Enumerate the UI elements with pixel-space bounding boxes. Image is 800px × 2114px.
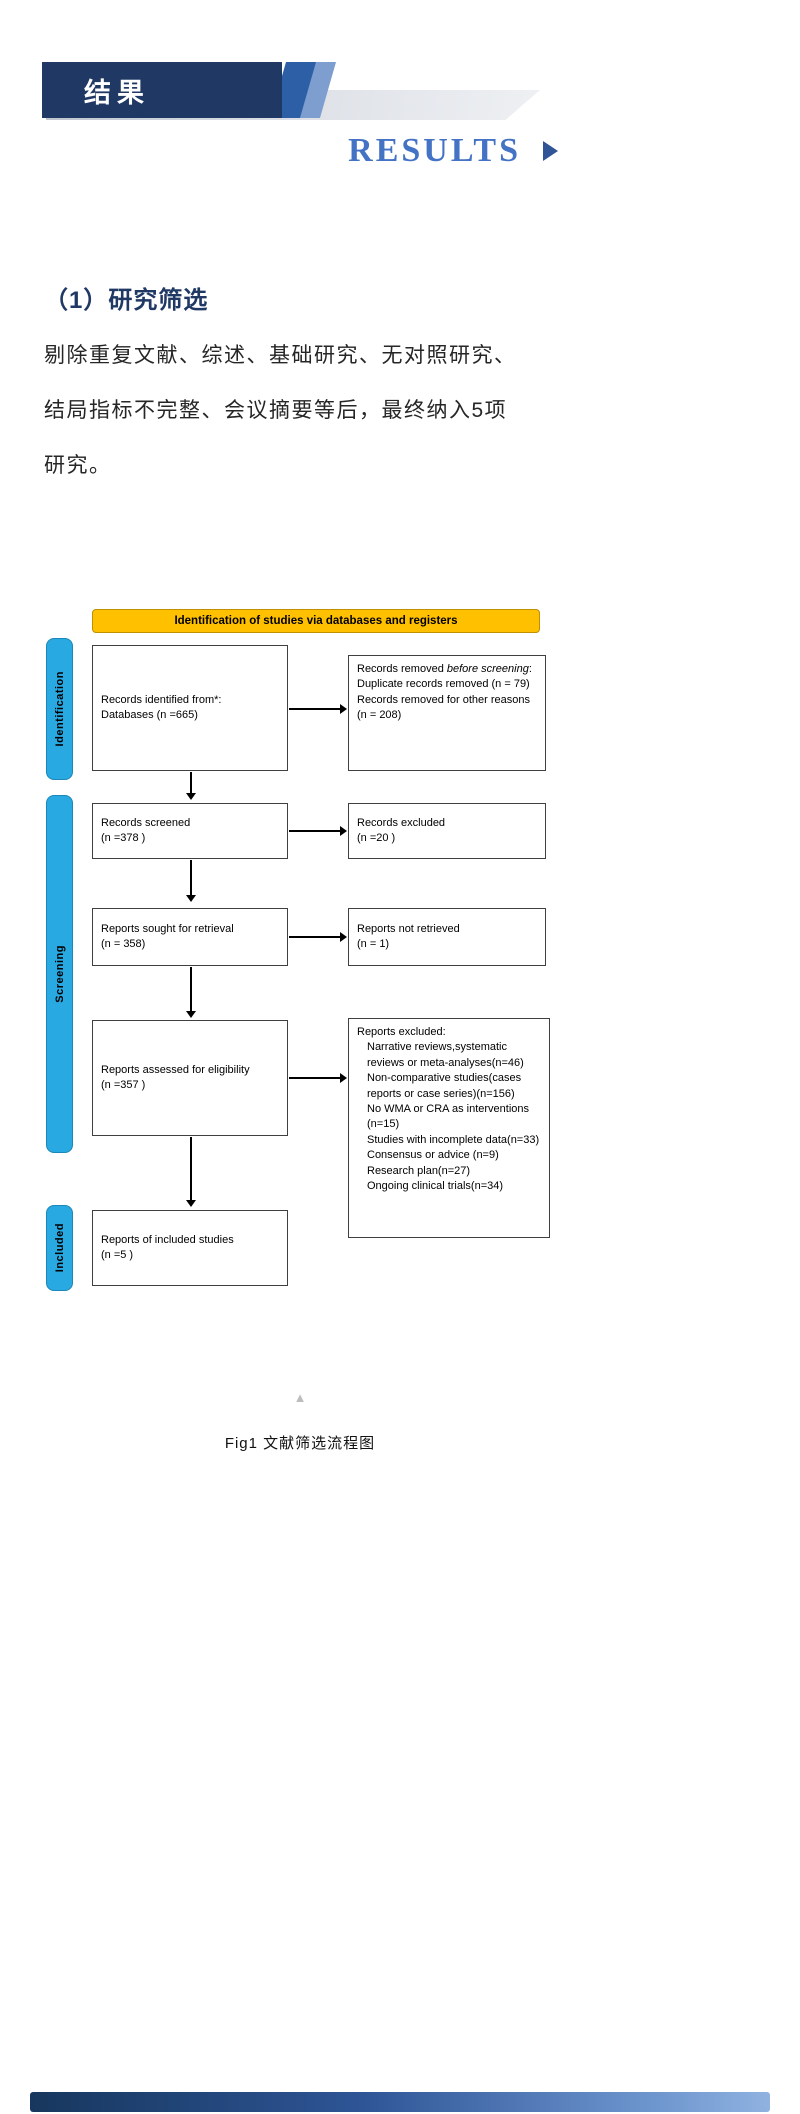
results-label: RESULTS (348, 132, 521, 169)
stage-text: Screening (53, 945, 66, 1003)
triangle-up-icon: ▲ (293, 1390, 307, 1405)
flow-arrow-down (186, 967, 196, 1018)
paragraph-line: 结局指标不完整、会议摘要等后，最终纳入5项 (44, 399, 508, 422)
stage-text: Identification (53, 671, 66, 747)
section-banner: 结果 (42, 62, 542, 122)
box-records-identified: Records identified from*: Databases (n =… (92, 645, 288, 771)
flow-arrow-down (186, 772, 196, 800)
box-line: (n =5 ) (101, 1249, 134, 1261)
box-reports-not-retrieved: Reports not retrieved (n = 1) (348, 908, 546, 966)
box-records-screened: Records screened (n =378 ) (92, 803, 288, 859)
box-line: Reports assessed for eligibility (101, 1063, 250, 1076)
box-line: Duplicate records removed (n = 79) (357, 678, 530, 691)
paragraph-line: 研究。 (44, 454, 112, 477)
box-line: Records excluded (357, 816, 446, 829)
box-line: Records identified from*: (101, 693, 222, 706)
box-line: (n =20 ) (357, 832, 396, 844)
excluded-reason: Consensus or advice (n=9) (367, 1149, 499, 1162)
box-line: (n =378 ) (101, 832, 146, 844)
banner-box: 结果 (42, 62, 282, 118)
excluded-reason: Narrative reviews,systematic reviews or … (367, 1041, 524, 1069)
box-line: (n =357 ) (101, 1079, 146, 1091)
records-removed-colon: : (528, 663, 532, 675)
records-removed-italic: before screening (446, 663, 529, 675)
figure-caption: Fig1 文献筛选流程图 (224, 1435, 376, 1452)
box-line: Records removed before screening: (357, 662, 537, 677)
box-line: Reports of included studies (101, 1233, 234, 1246)
box-reports-sought: Reports sought for retrieval (n = 358) (92, 908, 288, 966)
excluded-reason: Studies with incomplete data(n=33) (367, 1133, 540, 1146)
box-line: Records screened (101, 816, 191, 829)
results-header: RESULTS (0, 132, 558, 170)
stage-label-identification: Identification (46, 638, 73, 780)
flow-arrow-right (289, 1073, 347, 1083)
box-included-studies: Reports of included studies (n =5 ) (92, 1210, 288, 1286)
flow-arrow-right (289, 826, 347, 836)
flow-arrow-right (289, 932, 347, 942)
box-line: (n = 1) (357, 938, 390, 950)
flow-header: Identification of studies via databases … (92, 609, 540, 633)
box-reports-excluded: Reports excluded: Narrative reviews,syst… (348, 1018, 550, 1238)
prisma-flow-diagram: Identification of studies via databases … (40, 605, 560, 1305)
box-line: Reports not retrieved (357, 922, 460, 935)
banner-title: 结果 (84, 77, 150, 108)
box-line: Records removed for other reasons (n = 2… (357, 693, 531, 722)
box-line: Reports sought for retrieval (101, 922, 234, 935)
box-line: Databases (n =665) (101, 709, 198, 721)
triangle-right-icon (543, 141, 558, 161)
excluded-reason: No WMA or CRA as interventions (n=15) (367, 1102, 530, 1131)
section-heading: （1）研究筛选 (44, 287, 209, 314)
flow-arrow-down (186, 1137, 196, 1207)
flow-arrow-down (186, 860, 196, 902)
bottom-divider-bar (30, 2092, 770, 2112)
box-line: (n = 358) (101, 938, 146, 950)
box-records-excluded: Records excluded (n =20 ) (348, 803, 546, 859)
paragraph-line: 剔除重复文献、综述、基础研究、无对照研究、 (44, 344, 517, 367)
excluded-reason: Research plan(n=27) (367, 1164, 471, 1177)
section-paragraph: 剔除重复文献、综述、基础研究、无对照研究、 结局指标不完整、会议摘要等后，最终纳… (44, 328, 624, 493)
box-reports-assessed: Reports assessed for eligibility (n =357… (92, 1020, 288, 1136)
stage-label-screening: Screening (46, 795, 73, 1153)
box-line: Reports excluded: (357, 1026, 446, 1038)
excluded-reason: Non-comparative studies(cases reports or… (367, 1072, 522, 1100)
box-records-removed: Records removed before screening: Duplic… (348, 655, 546, 771)
stage-text: Included (53, 1223, 66, 1273)
records-removed-lead: Records removed (357, 663, 447, 675)
stage-label-included: Included (46, 1205, 73, 1291)
flow-arrow-right (289, 704, 347, 714)
excluded-reason: Ongoing clinical trials(n=34) (367, 1179, 504, 1192)
